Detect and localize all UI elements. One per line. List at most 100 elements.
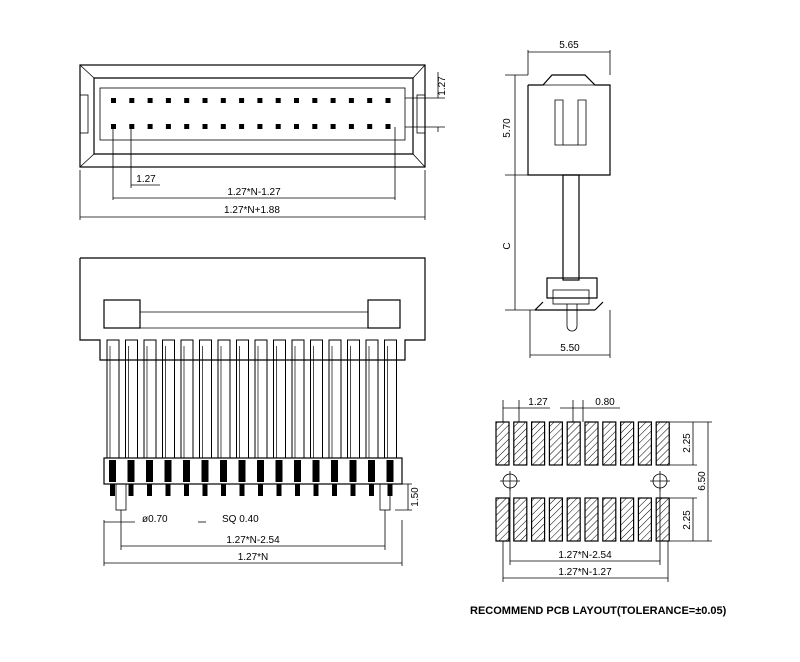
front-lead <box>257 460 264 482</box>
top-pin <box>348 124 354 129</box>
side-view-stem <box>562 174 580 281</box>
front-pin <box>347 339 360 459</box>
top-pin <box>165 124 171 129</box>
front-pin <box>180 339 194 459</box>
top-pin <box>147 98 153 103</box>
front-lead-tip <box>110 484 115 496</box>
top-pin <box>330 124 336 129</box>
pcb-pad <box>584 497 599 542</box>
front-view-left-post <box>115 483 127 511</box>
front-lead <box>294 460 301 482</box>
front-lead <box>109 460 116 482</box>
front-lead <box>238 460 246 482</box>
top-pin <box>330 98 336 103</box>
front-view-lead-height-dim: 1.50 <box>410 487 421 507</box>
top-pin <box>294 98 299 103</box>
pcb-pad <box>530 497 546 542</box>
top-pin <box>348 98 354 103</box>
pcb-layout-caption: RECOMMEND PCB LAYOUT(TOLERANCE=±0.05) <box>470 605 727 617</box>
pcb-pad-width-dim: 0.80 <box>595 397 615 408</box>
front-view-base <box>103 457 403 485</box>
front-view-left-tab <box>103 299 141 329</box>
pcb-pad <box>548 421 564 466</box>
pcb-row-span-dim: 6.50 <box>697 471 708 491</box>
side-view-bottom-width-dim: 5.50 <box>560 343 580 354</box>
front-lead <box>201 460 209 482</box>
front-view: 1.50 ø0.70 SQ 0.40 1.27*N-2.54 1.27*N <box>79 257 426 566</box>
front-pin <box>125 339 138 459</box>
top-view-inner-frame <box>93 77 414 155</box>
side-view: 5.65 5.70 C 5.50 <box>502 40 611 358</box>
front-lead <box>220 460 227 482</box>
pcb-pad-length-top-dim: 2.25 <box>682 433 693 453</box>
pcb-pad <box>566 497 581 542</box>
top-pin <box>147 124 153 129</box>
top-pin <box>184 98 190 103</box>
front-pin <box>384 339 397 459</box>
top-pin <box>202 98 208 103</box>
pcb-pad <box>619 497 635 542</box>
top-pin <box>275 124 281 129</box>
front-lead-tip <box>276 484 282 496</box>
front-pin <box>106 339 120 459</box>
top-pin <box>165 98 171 103</box>
front-pin <box>291 339 305 459</box>
front-lead <box>127 460 135 482</box>
front-view-post-dia-dim: ø0.70 <box>142 514 168 525</box>
top-pin <box>275 98 281 103</box>
top-view-outer-body <box>79 64 426 168</box>
pcb-pad <box>530 421 546 466</box>
front-lead-tip <box>313 484 319 496</box>
front-lead-tip <box>295 484 300 496</box>
front-lead <box>164 460 172 482</box>
front-lead-tip <box>184 484 189 496</box>
pcb-layout: 1.27 0.80 2.25 6.50 2.25 1.27*N-2.54 1.2… <box>470 397 727 617</box>
pcb-inner-span-dim: 1.27*N-2.54 <box>558 550 612 561</box>
front-lead <box>386 460 394 482</box>
top-pin <box>239 124 245 129</box>
front-pin <box>328 339 342 459</box>
top-pin <box>239 98 245 103</box>
front-lead-tip <box>128 484 134 496</box>
top-pin <box>312 98 318 103</box>
top-view-left-latch <box>79 94 89 134</box>
pcb-pad <box>619 421 635 466</box>
top-pin <box>202 124 208 129</box>
front-view-pin-square-dim: SQ 0.40 <box>222 514 259 525</box>
side-view-c-dim: C <box>502 242 513 249</box>
top-pin <box>184 124 190 129</box>
front-pin <box>254 339 268 459</box>
side-view-body-height-dim: 5.70 <box>502 118 513 138</box>
pcb-pad <box>655 497 670 542</box>
pcb-pad-array <box>495 421 670 542</box>
top-pin <box>312 124 318 129</box>
front-lead <box>146 460 153 482</box>
pcb-pad <box>495 497 510 542</box>
pcb-pitch-dim: 1.27 <box>528 397 548 408</box>
top-view-pin-field <box>99 87 406 141</box>
top-pin <box>129 124 135 129</box>
top-pin <box>220 98 226 103</box>
pcb-pad <box>602 497 617 542</box>
front-pin <box>273 339 286 459</box>
pcb-pad <box>655 421 670 466</box>
pcb-pad <box>495 421 510 466</box>
front-pin <box>310 339 323 459</box>
top-view-right-dim: 1.27 <box>437 76 448 96</box>
pcb-pad <box>566 421 581 466</box>
front-view-body <box>79 257 426 361</box>
pcb-pad <box>637 421 653 466</box>
top-view-pitch-dim: 1.27 <box>136 174 156 185</box>
front-pin <box>143 339 157 459</box>
top-view-pin-array <box>111 98 391 129</box>
side-view-foot <box>546 277 598 299</box>
front-view-total-dim: 1.27*N <box>238 552 269 563</box>
front-lead <box>275 460 283 482</box>
front-view-inner-span-dim: 1.27*N-2.54 <box>226 535 280 546</box>
top-view-span-dim: 1.27*N-1.27 <box>227 187 281 198</box>
side-view-post <box>566 304 578 332</box>
top-pin <box>220 124 226 129</box>
front-lead-tip <box>369 484 374 496</box>
side-view-right-contact <box>577 99 587 146</box>
front-view-pin-array <box>106 339 397 459</box>
